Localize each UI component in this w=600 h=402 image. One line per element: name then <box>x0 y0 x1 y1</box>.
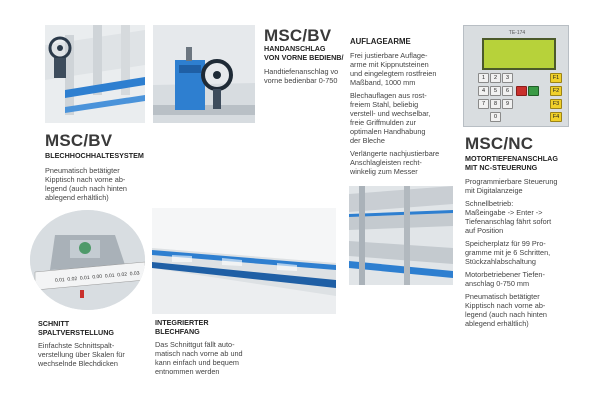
photo-nc-control-panel: TE-174 1 2 3 4 5 6 7 8 9 0 F1 F2 F3 F4 <box>463 25 569 127</box>
nc-p5-2: Kipptisch nach vorne ab- <box>465 301 546 310</box>
red-marker <box>80 290 84 298</box>
scale-label-6: 0.02 <box>117 271 128 279</box>
support-arms-p2-3: verstell- und wechselbar, <box>350 108 431 118</box>
key-2[interactable]: 2 <box>490 73 501 83</box>
sheet-catcher-section: INTEGRIERTER BLECHFANG Das Schnittgut fä… <box>155 318 275 376</box>
nc-p3-3: Stückzahlabschaltung <box>465 257 536 266</box>
support-arms-p2-5: optimalen Handhabung <box>350 126 426 136</box>
hand-stop-text-1: Handtiefenanschlag vo <box>264 67 339 76</box>
support-arms-p1-2: arme mit Kippnutsteinen <box>350 59 429 69</box>
support-arms-p2-1: Blechauflagen aus rost- <box>350 90 427 100</box>
hand-stop-text-2: vorne bedienbar 0-750 <box>264 76 338 85</box>
sheet-catcher-title-2: BLECHFANG <box>155 326 200 336</box>
sheet-catcher-text-3: kann einfach und bequem <box>155 358 239 367</box>
key-9[interactable]: 9 <box>502 99 513 109</box>
support-arms-title: AUFLAGEARME <box>350 37 411 46</box>
scale-label-7: 0.03 <box>129 270 140 278</box>
nc-p2-1: Schnellbetrieb: <box>465 199 514 208</box>
nc-p2-3: Tiefenanschlag fährt sofort <box>465 217 552 226</box>
scale-label-3: 0.01 <box>79 274 90 282</box>
nc-p2-4: auf Position <box>465 226 504 235</box>
gap-adjust-text-1: Einfachste Schnittspalt- <box>38 341 115 350</box>
scale-label-5: 0.01 <box>104 272 115 280</box>
sheet-catcher-text-2: matisch nach vorne ab und <box>155 349 243 358</box>
start-key[interactable] <box>528 86 539 96</box>
key-f1[interactable]: F1 <box>550 73 562 83</box>
key-f3[interactable]: F3 <box>550 99 562 109</box>
key-4[interactable]: 4 <box>478 86 489 96</box>
sheet-holding-subtitle: BLECHHOCHHALTESYSTEM <box>45 151 144 160</box>
support-arms-p1-4: Maßband, 1000 mm <box>350 77 416 87</box>
sheet-holding-section: MSC/BV BLECHHOCHHALTESYSTEM Pneumatisch … <box>45 132 155 202</box>
hand-stop-title: MSC/BV <box>264 26 332 45</box>
support-arms-p1-1: Frei justierbare Auflage- <box>350 50 428 60</box>
photo-hand-stop <box>153 25 255 123</box>
nc-p4-2: anschlag 0-750 mm <box>465 279 530 288</box>
nc-subtitle-2: MIT NC-STEUERUNG <box>465 162 538 172</box>
photo-sheet-holding-system <box>45 25 145 123</box>
photo-support-arms <box>349 186 453 285</box>
panel-brand: TE-174 <box>508 30 526 36</box>
gap-adjust-text-2: verstellung über Skalen für <box>38 350 125 359</box>
key-f4[interactable]: F4 <box>550 112 562 122</box>
gap-adjust-title-1: SCHNITT <box>38 319 70 328</box>
sheet-holding-title: MSC/BV <box>45 131 113 150</box>
key-3[interactable]: 3 <box>502 73 513 83</box>
gap-adjust-section: SCHNITT SPALTVERSTELLUNG Einfachste Schn… <box>38 319 150 368</box>
support-arms-p2-4: freie Griffmulden zur <box>350 117 416 127</box>
key-0[interactable]: 0 <box>490 112 501 122</box>
nc-p2-2: Maßeingabe -> Enter -> <box>465 208 543 217</box>
sheet-holding-text-3: legend (auch nach hinten <box>45 183 127 193</box>
nc-p5-4: ablegend erhältlich) <box>465 319 529 328</box>
sheet-holding-text-2: Kipptisch nach vorne ab- <box>45 174 126 184</box>
nc-p1-1: Programmierbare Steuerung <box>465 177 558 186</box>
support-arms-section: AUFLAGEARME Frei justierbare Auflage- ar… <box>350 37 460 176</box>
nc-subtitle-1: MOTORTIEFENANSCHLAG <box>465 154 558 163</box>
key-1[interactable]: 1 <box>478 73 489 83</box>
nc-p5-1: Pneumatisch betätigter <box>465 292 540 301</box>
scale-label-2: 0.02 <box>67 276 78 283</box>
sheet-holding-text-4: ablegend erhältlich) <box>45 192 109 202</box>
nc-p4-1: Motorbetriebener Tiefen- <box>465 270 545 279</box>
panel-lcd <box>482 38 556 70</box>
nc-section: MSC/NC MOTORTIEFENANSCHLAG MIT NC-STEUER… <box>465 134 577 329</box>
sheet-holding-text-1: Pneumatisch betätigter <box>45 165 120 175</box>
sheet-catcher-text-1: Das Schnittgut fällt auto- <box>155 340 235 349</box>
key-5[interactable]: 5 <box>490 86 501 96</box>
gap-adjust-text-3: wechselnde Blechdicken <box>38 359 118 368</box>
nc-p3-1: Speicherplatz für 99 Pro- <box>465 239 546 248</box>
nc-title: MSC/NC <box>465 134 534 153</box>
support-arms-p2-6: der Bleche <box>350 135 385 145</box>
key-8[interactable]: 8 <box>490 99 501 109</box>
support-arms-p3-1: Verlängerte nachjustierbare <box>350 148 440 158</box>
key-7[interactable]: 7 <box>478 99 489 109</box>
support-arms-p2-2: freiem Stahl, beliebig <box>350 99 419 109</box>
gap-adjust-title-2: SPALTVERSTELLUNG <box>38 327 115 337</box>
scale-label-4: 0.00 <box>92 273 103 281</box>
key-6[interactable]: 6 <box>502 86 513 96</box>
support-arms-p3-2: Anschlagleisten recht- <box>350 157 422 167</box>
sheet-catcher-text-4: entnommen werden <box>155 367 220 376</box>
key-f2[interactable]: F2 <box>550 86 562 96</box>
sheet-catcher-title-1: INTEGRIERTER <box>155 318 209 327</box>
nc-p5-3: legend (auch nach hinten <box>465 310 547 319</box>
nc-p1-2: mit Digitalanzeige <box>465 186 523 195</box>
photo-gap-scale: 0.01 0.02 0.01 0.00 0.01 0.02 0.03 <box>30 210 145 310</box>
stop-key[interactable] <box>516 86 527 96</box>
scale-label-1: 0.01 <box>54 277 65 284</box>
support-arms-p3-3: winkelig zum Messer <box>350 166 418 176</box>
hand-stop-subtitle-2: VON VORNE BEDIENB/ <box>264 52 344 62</box>
support-arms-p1-3: und eingelegtem rostfreien <box>350 68 437 78</box>
photo-sheet-catcher <box>152 208 336 314</box>
nc-p3-2: gramme mit je 6 Schritten, <box>465 248 551 257</box>
hand-stop-subtitle-1: HANDANSCHLAG <box>264 45 326 53</box>
